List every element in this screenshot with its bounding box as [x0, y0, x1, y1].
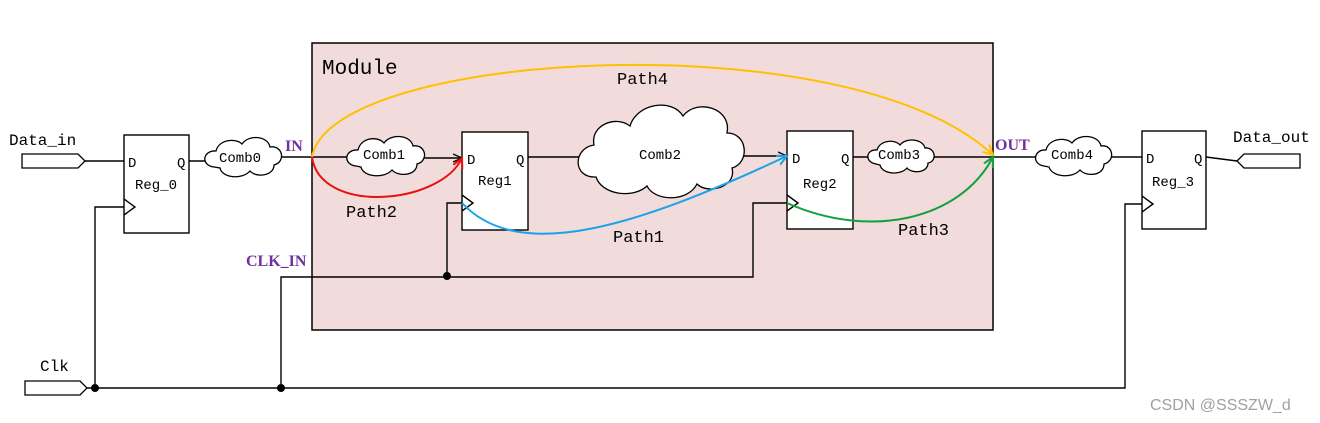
reg0-name: Reg_0	[135, 178, 177, 194]
comb0-cloud: Comb0	[204, 136, 283, 178]
reg1-d-pin: D	[467, 153, 475, 169]
data-in-port	[21, 153, 86, 169]
clk-in-label: CLK_IN	[246, 253, 307, 270]
register-reg1: D Q Reg1	[461, 131, 529, 231]
comb1-cloud: Comb1	[346, 135, 426, 177]
reg2-q-pin: Q	[841, 152, 849, 168]
comb2-cloud: Comb2	[577, 104, 745, 199]
reg1-name: Reg1	[478, 174, 512, 190]
comb4-cloud: Comb4	[1034, 135, 1113, 177]
register-reg3: D Q Reg_3	[1141, 130, 1207, 230]
path2-label: Path2	[346, 204, 397, 223]
path4-curve	[311, 63, 993, 158]
path4-label: Path4	[617, 71, 668, 90]
comb2-label: Comb2	[639, 148, 681, 164]
comb3-cloud: Comb3	[867, 139, 935, 174]
path2-curve	[311, 157, 462, 198]
junction-dot	[443, 272, 451, 280]
reg3-q-pin: Q	[1194, 152, 1202, 168]
comb0-label: Comb0	[219, 151, 261, 167]
path3-label: Path3	[898, 222, 949, 241]
data-in-label: Data_in	[9, 132, 76, 150]
junction-dot	[91, 384, 99, 392]
watermark: CSDN @SSSZW_d	[1150, 397, 1291, 414]
clk-label: Clk	[40, 358, 69, 376]
path3-curve	[786, 157, 993, 223]
module-label: Module	[322, 58, 398, 81]
reg2-d-pin: D	[792, 152, 800, 168]
path1-label: Path1	[613, 229, 664, 248]
junction-dot	[277, 384, 285, 392]
comb3-label: Comb3	[878, 148, 920, 164]
comb1-label: Comb1	[363, 148, 405, 164]
register-reg2: D Q Reg2	[786, 130, 854, 230]
data-out-port	[1236, 153, 1301, 169]
reg0-d-pin: D	[128, 156, 136, 172]
reg3-d-pin: D	[1146, 152, 1154, 168]
path1-curve	[461, 156, 787, 235]
reg1-q-pin: Q	[516, 153, 524, 169]
clk-port	[24, 380, 88, 396]
reg0-q-pin: Q	[177, 156, 185, 172]
reg3-name: Reg_3	[1152, 175, 1194, 191]
reg2-name: Reg2	[803, 177, 837, 193]
data-out-label: Data_out	[1233, 129, 1310, 147]
comb4-label: Comb4	[1051, 148, 1093, 164]
register-reg0: D Q Reg_0	[123, 134, 190, 234]
out-port-label: OUT	[995, 137, 1030, 154]
in-port-label: IN	[285, 138, 303, 155]
